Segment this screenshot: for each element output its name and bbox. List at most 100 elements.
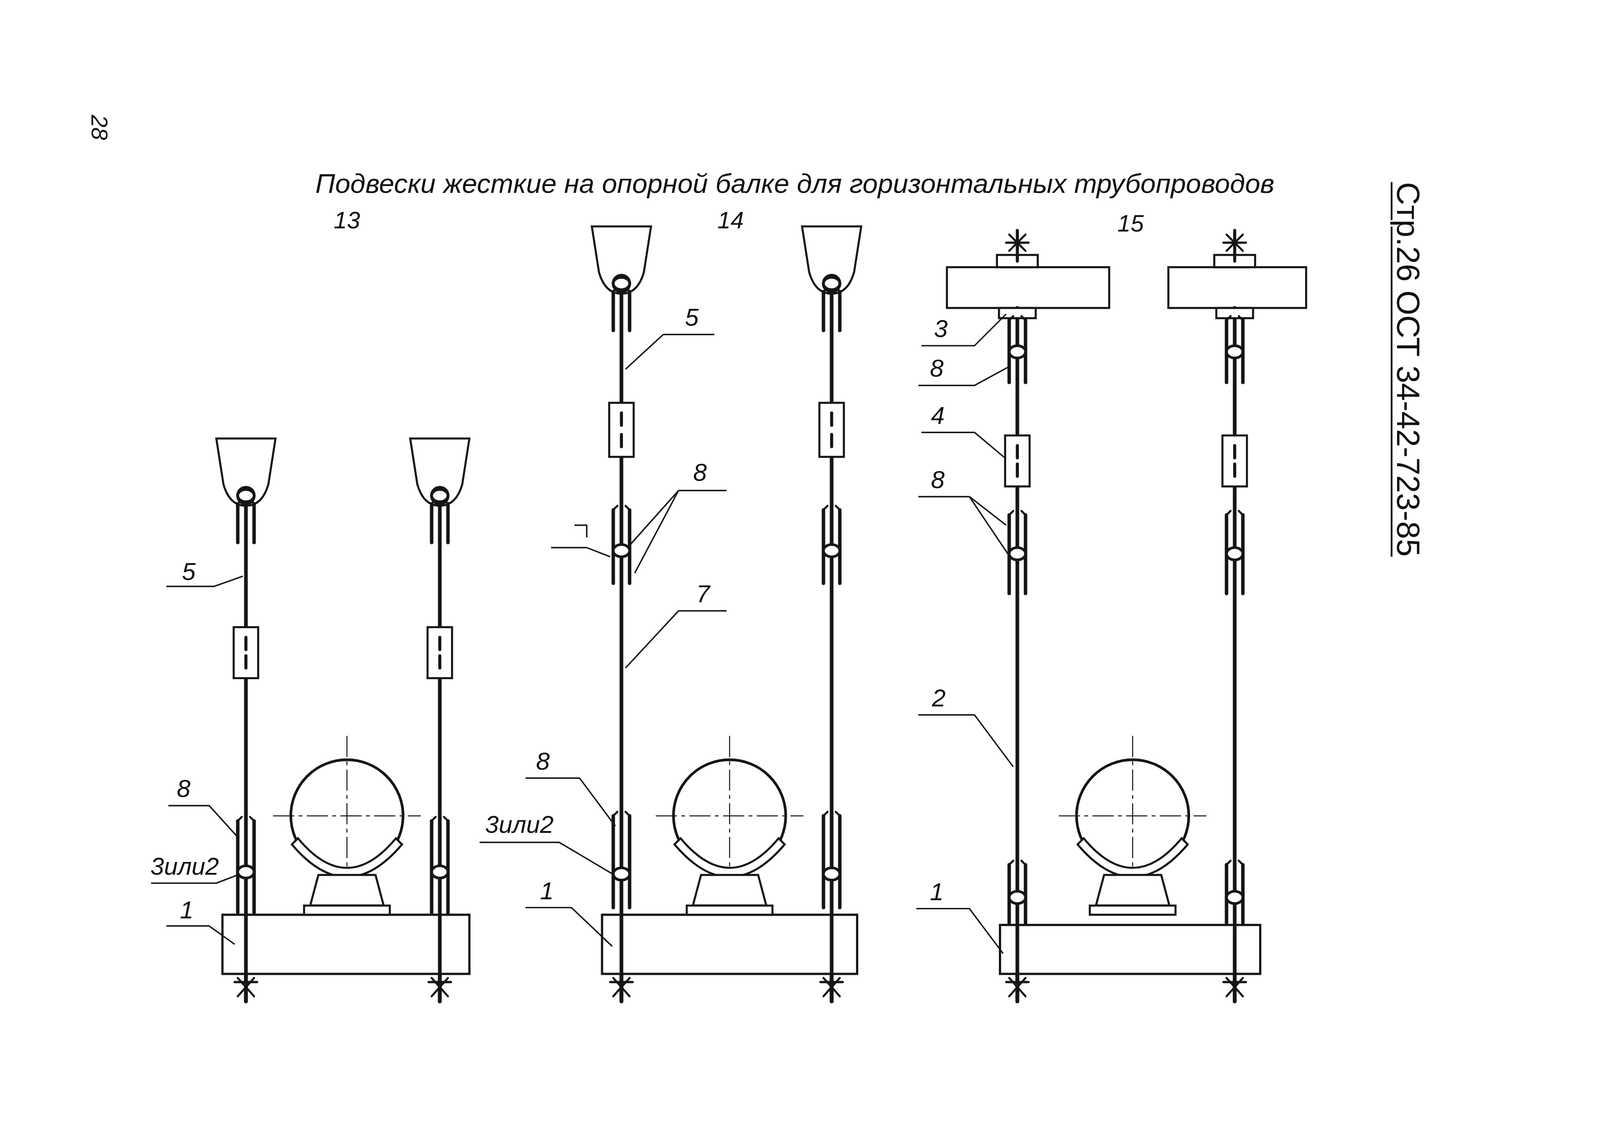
clevis-plate	[1238, 511, 1243, 516]
pipe-saddle	[1077, 838, 1188, 878]
clevis-plate	[835, 812, 840, 817]
nut-symbol	[1006, 981, 1029, 984]
hanger-rod	[1015, 230, 1019, 262]
nut-symbol	[820, 981, 843, 984]
leader-line	[166, 926, 235, 945]
nut-symbol	[613, 978, 630, 997]
clevis-plate	[237, 817, 242, 822]
clevis-plate	[627, 291, 632, 331]
hanger-rod	[829, 292, 834, 1002]
leader-line	[166, 576, 244, 587]
turnbuckle	[438, 637, 442, 650]
hanger-rod	[619, 292, 624, 1002]
center-line	[656, 815, 804, 817]
leader-line	[634, 490, 679, 574]
eye-link	[823, 544, 841, 557]
callout-number: 8	[931, 467, 945, 492]
clevis-plate	[1009, 316, 1014, 321]
leader-line	[168, 805, 239, 839]
leader-line	[574, 525, 587, 538]
eye-link	[431, 865, 449, 879]
support-bracket	[801, 226, 861, 294]
clevis-plate	[1226, 860, 1231, 866]
leader-line	[916, 909, 1004, 955]
nut-symbol	[1009, 978, 1026, 997]
bracket-pin	[431, 487, 449, 505]
pipe-saddle	[674, 838, 785, 878]
leader-line	[678, 610, 727, 612]
turnbuckle	[244, 637, 248, 650]
clevis-plate	[431, 817, 436, 822]
leader-line	[921, 432, 1007, 460]
clevis-plate	[625, 506, 630, 511]
bracket-pin	[237, 487, 254, 505]
support-beam	[602, 915, 858, 975]
nut-symbol	[1223, 981, 1246, 984]
nut-symbol	[428, 981, 451, 984]
eye-link	[823, 277, 841, 290]
clevis-plate	[1009, 511, 1014, 516]
eye-link	[237, 865, 254, 879]
clevis-plate	[1238, 316, 1243, 321]
clevis-plate	[236, 504, 240, 543]
leader-line	[921, 314, 1007, 346]
clevis-plate	[835, 506, 840, 511]
turnbuckle	[244, 656, 248, 669]
clevis-plate	[823, 506, 828, 511]
page-number: 28	[87, 114, 111, 141]
clevis-plate	[1226, 511, 1231, 516]
bottom-plate	[1216, 308, 1254, 319]
callout-number: 8	[177, 776, 191, 801]
clevis-plate	[446, 504, 451, 543]
clevis-plate	[611, 291, 616, 331]
turnbuckle	[438, 656, 442, 669]
clevis-plate	[1021, 860, 1026, 866]
clevis-plate	[821, 816, 826, 909]
support-bracket	[592, 226, 652, 294]
clevis-plate	[838, 816, 842, 909]
turnbuckle	[819, 403, 845, 458]
clevis-plate	[613, 506, 618, 511]
nut-symbol	[1226, 978, 1243, 997]
bracket-pin	[823, 275, 841, 292]
leader-line	[918, 715, 1014, 768]
hanger-rod	[437, 505, 442, 1003]
clevis-plate	[249, 817, 254, 822]
turnbuckle	[1005, 435, 1030, 487]
hanger-rod	[1233, 230, 1237, 262]
clevis-plate	[611, 816, 616, 909]
clevis-plate	[627, 816, 632, 909]
center-line	[273, 815, 421, 817]
clevis-plate	[821, 291, 826, 331]
base-plate	[686, 906, 773, 916]
base-plate	[303, 906, 390, 916]
nut-symbol	[431, 978, 449, 997]
callout-number: 8	[929, 355, 944, 381]
pipe-saddle	[291, 838, 402, 878]
nut-symbol	[431, 978, 449, 997]
eye-link	[613, 277, 630, 290]
eye-link	[823, 868, 841, 881]
turnbuckle	[609, 403, 634, 458]
support-bracket	[216, 438, 276, 507]
clevis-plate	[1238, 860, 1243, 866]
callout-number: 4	[931, 403, 945, 428]
clevis-plate	[446, 821, 451, 914]
clevis-plate	[430, 821, 434, 914]
support-beam	[1000, 925, 1261, 975]
eye-link	[1226, 891, 1243, 904]
center-line	[1059, 815, 1207, 817]
pipe-support	[693, 875, 767, 907]
callout-number: 5	[684, 304, 699, 330]
callout-number: 3	[933, 316, 948, 341]
clevis-plate	[1021, 316, 1026, 321]
pipe-support	[1095, 875, 1170, 907]
callout-number: 5	[182, 559, 196, 584]
leader-line	[663, 334, 715, 336]
eye-link	[1009, 345, 1026, 359]
clevis-plate	[1226, 316, 1231, 321]
eye-link	[613, 544, 630, 557]
leader-line	[918, 496, 970, 498]
callout-number: 3или2	[150, 854, 220, 879]
turnbuckle	[1233, 464, 1237, 477]
